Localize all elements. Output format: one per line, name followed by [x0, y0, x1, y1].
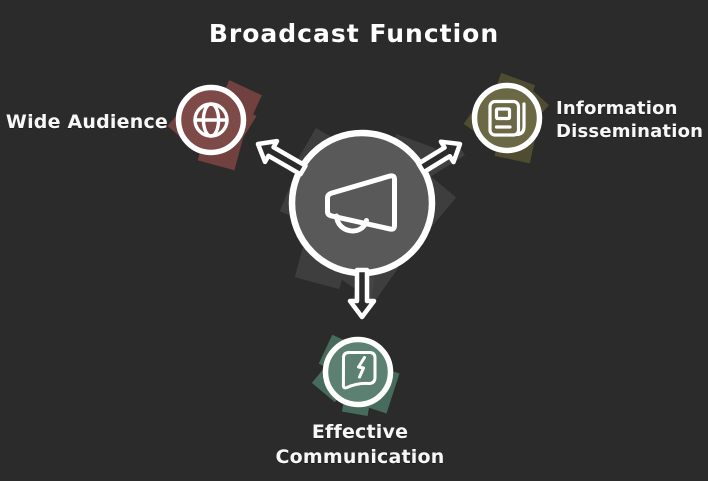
information-label-line2: Dissemination [556, 121, 704, 142]
information-dissemination-label: Information Dissemination [556, 97, 703, 143]
effective-communication-label: Effective Communication [200, 420, 520, 470]
arrow-up-left-icon [255, 138, 308, 177]
newspaper-icon [488, 99, 526, 137]
effective-label-line1: Effective [311, 421, 409, 443]
node-effective-communication [311, 334, 400, 417]
message-bolt-icon [341, 351, 377, 390]
globe-icon [193, 102, 229, 138]
information-label-line1: Information [556, 98, 678, 119]
wide-audience-label: Wide Audience [6, 110, 168, 134]
arrows [255, 138, 463, 320]
node-information-dissemination [463, 72, 549, 164]
effective-label-line2: Communication [275, 446, 445, 468]
center-circle [288, 129, 436, 277]
effective-circle [322, 336, 394, 408]
wide-audience-label-line: Wide Audience [5, 111, 168, 133]
arrow-down-icon [347, 267, 377, 320]
arrow-up-right-icon [416, 139, 463, 175]
megaphone-icon [325, 173, 397, 234]
diagram-title: Broadcast Function [208, 19, 500, 48]
node-wide-audience [167, 80, 262, 171]
